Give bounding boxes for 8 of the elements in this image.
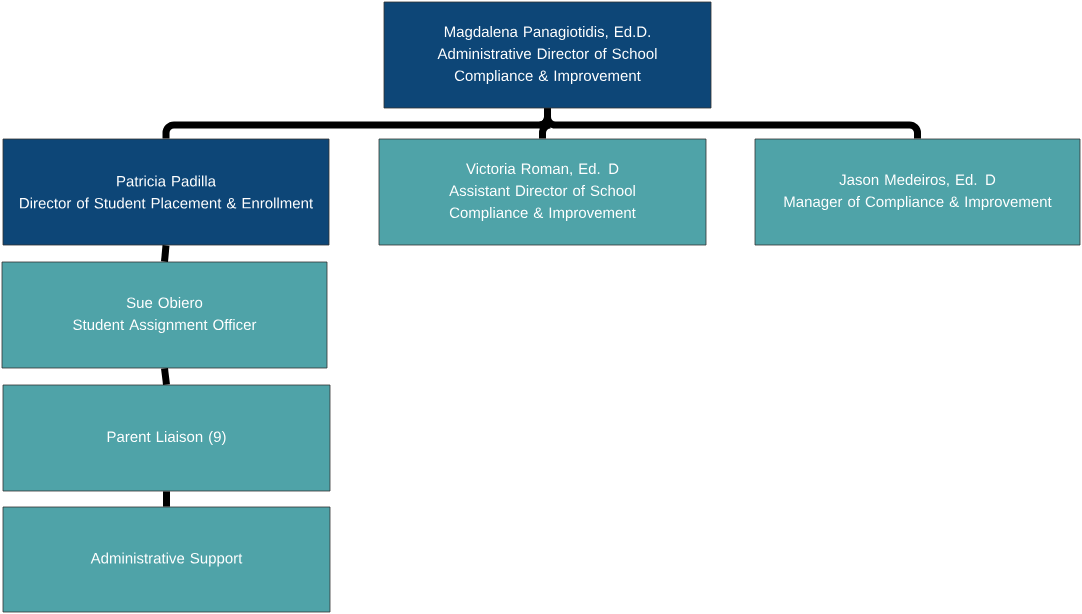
org-box: Magdalena Panagiotidis, Ed.D. Administrative Director of School Compliance & Improvement	[383, 1, 712, 109]
org-box: Parent Liaison (9)	[2, 384, 331, 492]
org-box: Victoria Roman, Ed. D Assistant Director of School Compliance & Improvement	[378, 138, 707, 246]
org-box: Jason Medeiros, Ed. D Manager of Compliance & Improvement	[754, 138, 1081, 246]
connector-line	[161, 367, 170, 386]
org-box: Administrative Support	[2, 506, 331, 613]
org-box: Sue Obiero Student Assignment Officer	[1, 261, 328, 369]
org-box: Patricia Padilla Director of Student Placement & Enrollment	[2, 138, 330, 246]
